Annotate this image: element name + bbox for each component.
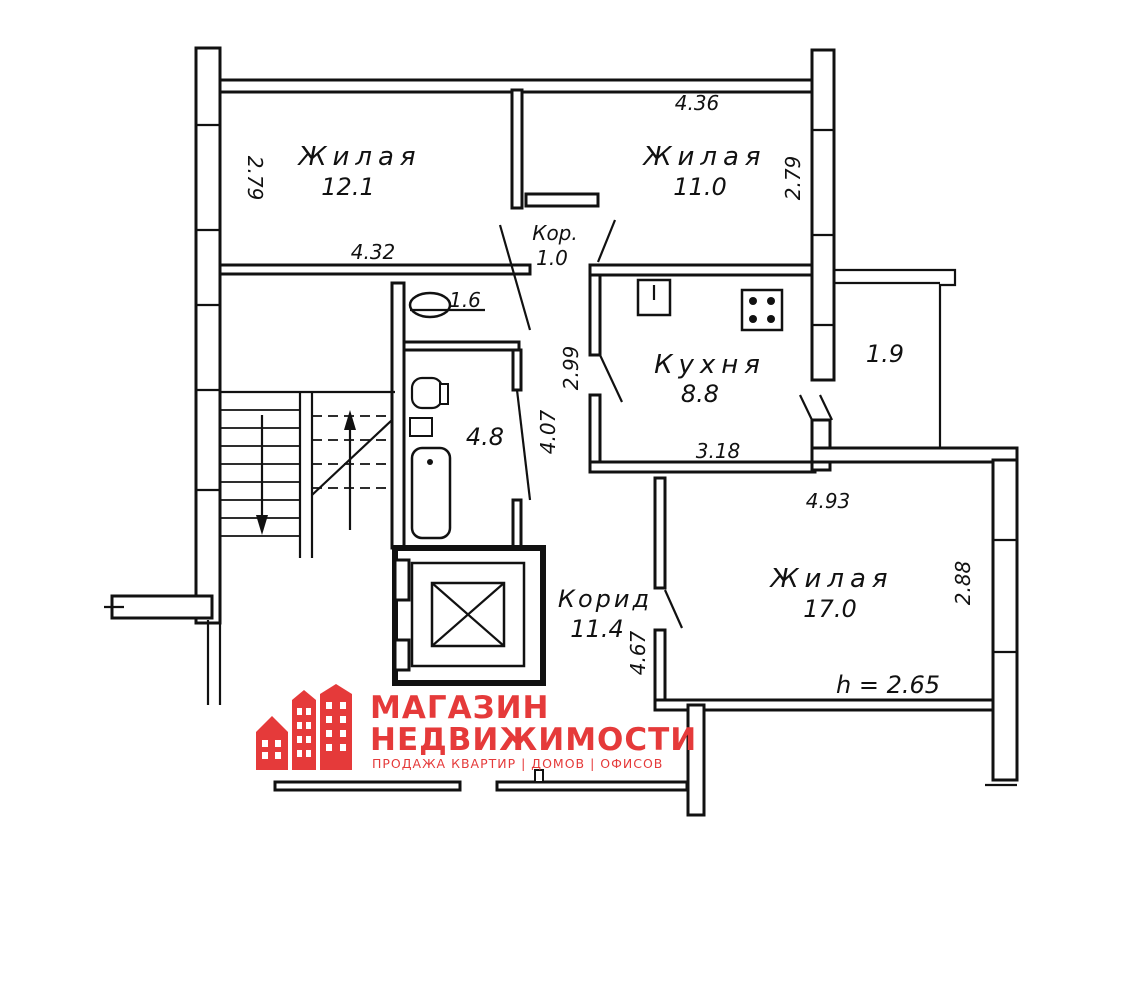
logo-tagline: ПРОДАЖА КВАРТИР | ДОМОВ | ОФИСОВ: [372, 756, 663, 771]
room-labels: Жилая 12.1 Жилая 11.0 Кор. 1.0 Кухня 8.8…: [296, 142, 904, 643]
room-name-kitchen: Кухня: [654, 350, 766, 380]
building-logo-icon: [256, 684, 352, 770]
walls: [104, 46, 1019, 817]
room-area-hall-small: 1.0: [536, 246, 568, 270]
dimension-labels: 2.79 4.36 2.79 4.32 2.99 4.07 3.18 4.93 …: [243, 91, 975, 699]
dimension-label: 4.36: [675, 91, 720, 115]
dimension-label: 4.67: [626, 630, 650, 675]
room-name-living-2: Жилая: [641, 142, 766, 172]
dimension-label: 4.07: [536, 409, 560, 454]
dimension-label: 2.79: [781, 156, 805, 201]
room-area-living-1: 12.1: [321, 173, 374, 201]
room-area-closet: 1.6: [449, 288, 481, 312]
dimension-label: 4.93: [806, 489, 851, 513]
dimension-label: 3.18: [696, 439, 741, 463]
room-area-living-3: 17.0: [803, 595, 856, 623]
room-area-living-2: 11.0: [673, 173, 726, 201]
building-windows: [262, 702, 346, 759]
room-area-bathroom: 4.8: [466, 423, 504, 451]
room-area-balcony: 1.9: [866, 340, 904, 368]
logo-title-line2: НЕДВИЖИМОСТИ: [370, 722, 697, 758]
room-name-living-1: Жилая: [296, 142, 421, 172]
fixtures: [408, 278, 784, 783]
dimension-label: 2.99: [559, 346, 583, 391]
room-name-hall-small: Кор.: [532, 221, 578, 245]
staircase: [220, 390, 395, 558]
dimension-label: 2.88: [951, 561, 975, 606]
room-area-corridor: 11.4: [570, 615, 623, 643]
room-area-kitchen: 8.8: [681, 380, 719, 408]
logo: МАГАЗИН НЕДВИЖИМОСТИ ПРОДАЖА КВАРТИР | Д…: [256, 684, 697, 771]
logo-title-line1: МАГАЗИН: [370, 690, 550, 726]
room-name-corridor: Корид: [558, 585, 652, 613]
dimension-label: 4.32: [351, 240, 396, 264]
room-name-living-3: Жилая: [768, 564, 893, 594]
dimension-label: 2.79: [243, 156, 267, 201]
doors: [498, 219, 833, 629]
ceiling-height: h = 2.65: [836, 671, 940, 699]
